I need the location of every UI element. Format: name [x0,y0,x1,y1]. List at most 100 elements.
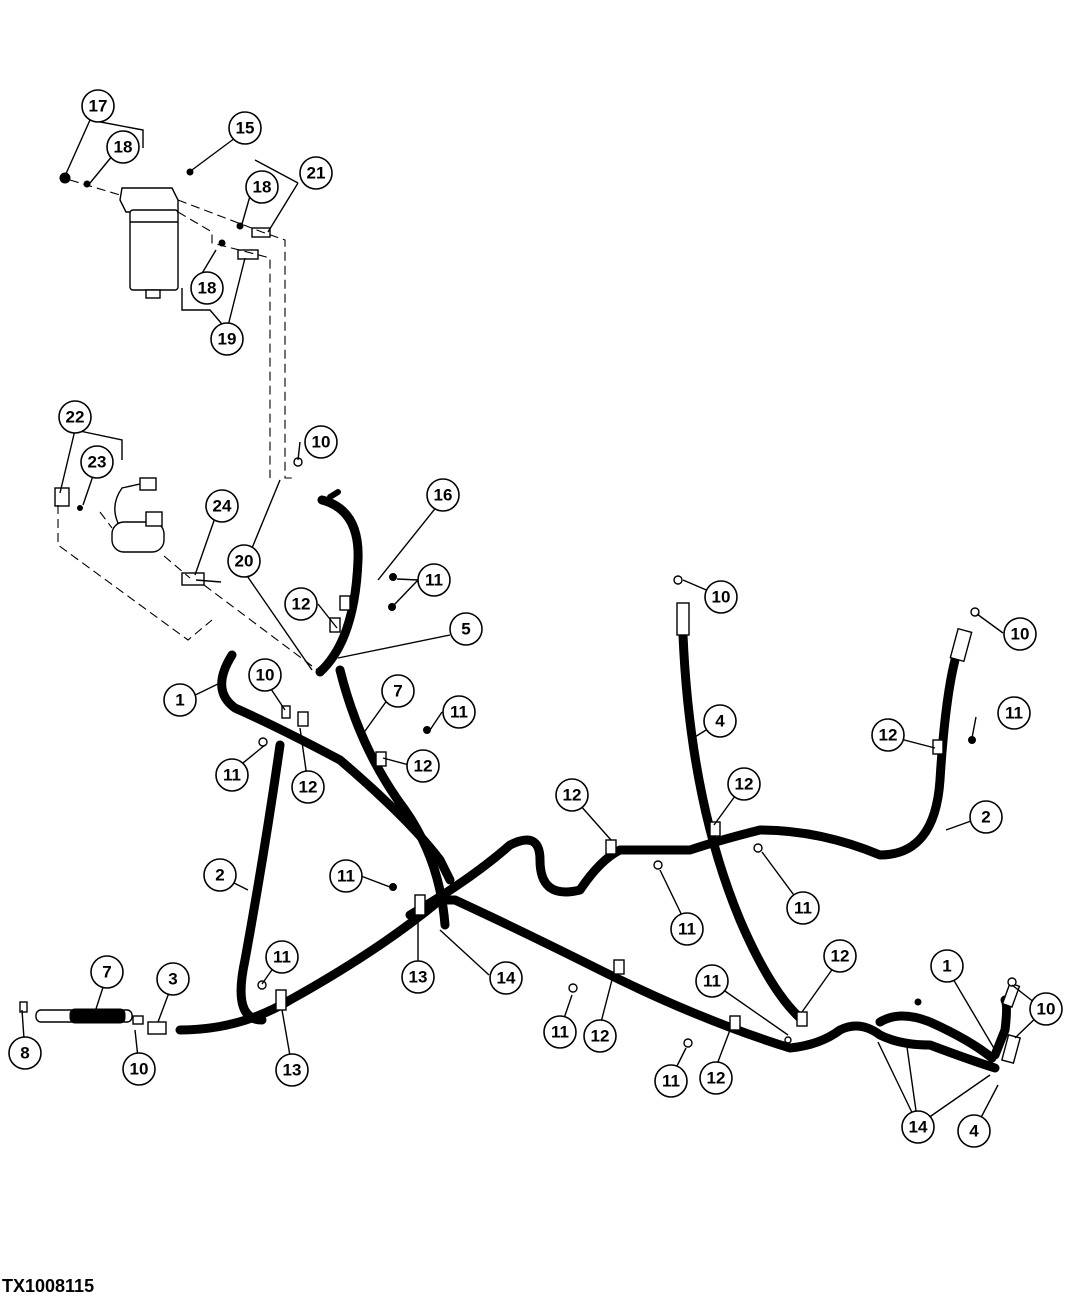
svg-text:2: 2 [981,808,990,827]
hose-main-lower [175,895,1000,1073]
callout-11: 11 [670,912,704,946]
svg-text:10: 10 [256,666,275,685]
svg-text:2: 2 [215,866,224,885]
callout-12: 12 [871,718,905,752]
svg-text:11: 11 [450,703,468,722]
svg-text:11: 11 [678,920,696,939]
callout-14: 14 [489,961,523,995]
svg-text:11: 11 [425,571,443,590]
svg-text:18: 18 [114,138,133,157]
svg-text:10: 10 [312,433,331,452]
svg-text:12: 12 [563,786,582,805]
svg-text:12: 12 [299,778,318,797]
callout-1: 1 [930,949,964,983]
callout-10: 10 [122,1052,156,1086]
callout-14: 14 [901,1110,935,1144]
callout-4: 4 [703,704,737,738]
svg-text:11: 11 [223,766,241,785]
hose-4 [678,630,805,1023]
svg-text:11: 11 [1005,704,1023,723]
svg-text:12: 12 [292,595,311,614]
callout-11: 11 [215,758,249,792]
callout-12: 12 [291,770,325,804]
callout-12: 12 [284,587,318,621]
svg-text:19: 19 [218,330,237,349]
callout-10: 10 [304,425,338,459]
callout-11: 11 [442,695,476,729]
callout-8: 8 [8,1036,42,1070]
callout-23: 23 [80,445,114,479]
callout-11: 11 [786,891,820,925]
callout-15: 15 [228,111,262,145]
callout-1: 1 [163,683,197,717]
svg-text:1: 1 [175,691,184,710]
callout-20: 20 [227,544,261,578]
callout-10: 10 [704,580,738,614]
hose-2-right [405,655,960,920]
callout-7: 7 [90,955,124,989]
screws-and-fittings [257,457,1017,1048]
callout-11: 11 [695,964,729,998]
callout-11: 11 [265,940,299,974]
fuel-hoses [19,489,1022,1073]
callout-12: 12 [555,778,589,812]
svg-text:14: 14 [909,1118,928,1137]
callout-18: 18 [190,271,224,305]
callout-7: 7 [381,674,415,708]
leader-lines [21,119,1045,1132]
callout-18: 18 [106,130,140,164]
svg-text:7: 7 [393,682,402,701]
callout-24: 24 [205,489,239,523]
callout-11: 11 [329,859,363,893]
callout-12: 12 [823,939,857,973]
callout-21: 21 [299,156,333,190]
hose-7-top [335,665,450,930]
svg-text:13: 13 [409,968,428,987]
svg-text:11: 11 [703,972,721,991]
svg-text:12: 12 [707,1069,726,1088]
svg-text:18: 18 [198,279,217,298]
svg-text:12: 12 [591,1027,610,1046]
fuel-pump-assembly [54,477,321,673]
callout-2: 2 [969,800,1003,834]
figure-id: TX1008115 [2,1276,95,1296]
svg-text:11: 11 [337,867,355,886]
callouts: 17 18 15 21 18 18 19 22 23 24 10 16 20 1… [8,89,1063,1148]
svg-text:22: 22 [66,408,85,427]
svg-text:14: 14 [497,969,516,988]
callout-19: 19 [210,322,244,356]
callout-10: 10 [1029,992,1063,1026]
callout-2: 2 [203,858,237,892]
callout-5: 5 [449,612,483,646]
callout-13: 13 [401,960,435,994]
svg-text:11: 11 [794,899,812,918]
callout-4: 4 [957,1114,991,1148]
svg-text:11: 11 [551,1023,569,1042]
callout-3: 3 [156,962,190,996]
svg-text:17: 17 [89,97,108,116]
svg-text:12: 12 [879,726,898,745]
callout-10: 10 [248,658,282,692]
callout-12: 12 [727,767,761,801]
svg-text:12: 12 [831,947,850,966]
callout-16: 16 [426,478,460,512]
callout-11: 11 [417,563,451,597]
svg-text:11: 11 [662,1072,680,1091]
callout-10: 10 [1003,617,1037,651]
svg-text:3: 3 [168,970,177,989]
svg-text:21: 21 [307,164,326,183]
svg-text:10: 10 [1037,1000,1056,1019]
svg-text:18: 18 [253,178,272,197]
svg-text:20: 20 [235,552,254,571]
callout-17: 17 [81,89,115,123]
callout-12: 12 [583,1019,617,1053]
callout-11: 11 [654,1064,688,1098]
callout-12: 12 [699,1061,733,1095]
callout-11: 11 [543,1015,577,1049]
svg-text:11: 11 [273,948,291,967]
svg-text:10: 10 [712,588,731,607]
hose-5 [315,495,363,677]
svg-text:7: 7 [102,963,111,982]
svg-text:10: 10 [130,1060,149,1079]
